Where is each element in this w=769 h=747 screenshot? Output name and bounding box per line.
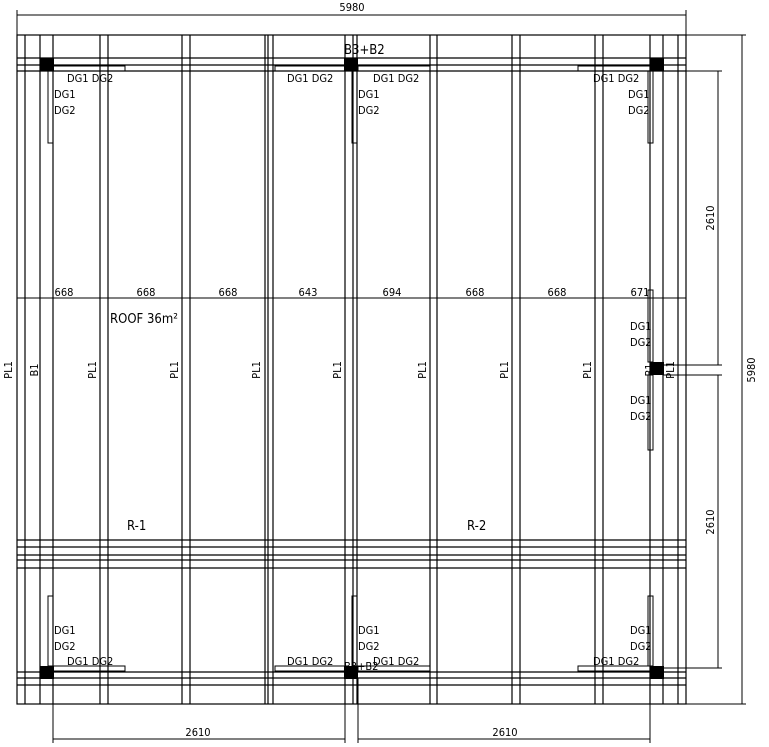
dg2-label: DG2 [358,640,380,653]
dg1-label: DG1 [630,624,652,637]
purlin-spacing-label: 668 [219,286,238,299]
connection-plate [577,665,651,672]
connection-plate [577,65,651,72]
connection-plate [47,70,54,144]
dg2-label: DG2 [54,640,76,653]
column [40,58,54,71]
purlin-label-pl1: PL1 [168,361,181,379]
dg2-label: DG2 [628,104,650,117]
right-upper-dimension: 2610 [704,205,717,230]
purlin-label-pl1: PL1 [2,361,15,379]
purlin-label-pl1: PL1 [86,361,99,379]
connection-plate [274,65,346,72]
dg-pair-label: DG1 DG2 [287,72,333,85]
purlin-label-pl1: PL1 [581,361,594,379]
purlin-labels: PL1 PL1 PL1 PL1 PL1 PL1 PL1 PL1 PL1 [2,361,677,379]
right-lower-dimension: 2610 [704,509,717,534]
bottom-left-dimension: 2610 [185,726,210,739]
purlin-spacing-label: 671 [631,286,650,299]
dg1-label: DG1 [358,624,380,637]
dg-pair-label: DG1 DG2 [593,72,639,85]
roof-panel-r2: R-2 [467,519,486,534]
top-beam-label: B3+B2 [344,43,385,58]
purlin-label-pl1: PL1 [664,361,677,379]
connection-plate [647,70,654,144]
bottom-beam-label: B3+B2 [344,660,378,673]
dg1-label: DG1 [358,88,380,101]
connection-plate [351,595,358,667]
connection-plate [647,595,654,667]
connection-plate [357,65,431,72]
dg1-label: DG1 [628,88,650,101]
connection-plate [52,65,126,72]
dg2-label: DG2 [630,640,652,653]
dimension-lines [16,10,746,743]
connection-plate [647,374,654,451]
dg1-label: DG1 [630,320,652,333]
column [344,666,358,679]
dg-pair-label: DG1 DG2 [593,655,639,668]
dg2-label: DG2 [630,336,652,349]
dg1-label: DG1 [54,88,76,101]
purlin-spacing-label: 643 [299,286,318,299]
connection-plate [52,665,126,672]
connection-plate [274,665,346,672]
dg2-label: DG2 [54,104,76,117]
dg-pair-label: DG1 DG2 [373,72,419,85]
column [650,666,664,679]
column [650,362,664,375]
purlin-spacing-label: 668 [548,286,567,299]
purlin-spacing-label: 668 [55,286,74,299]
purlin-spacing-label: 668 [137,286,156,299]
dg-pair-label: DG1 DG2 [287,655,333,668]
column [344,58,358,71]
column [40,666,54,679]
roof-area-label: ROOF 36m² [110,312,178,327]
dg-pair-label: DG1 DG2 [67,72,113,85]
purlin-label-pl1: PL1 [416,361,429,379]
dg-pair-label: DG1 DG2 [67,655,113,668]
dg-pair-label: DG1 DG2 [373,655,419,668]
purlin-label-pl1: PL1 [331,361,344,379]
dg2-label: DG2 [630,410,652,423]
overall-width-dimension: 5980 [339,1,364,14]
roof-panel-r1: R-1 [127,519,146,534]
dg1-label: DG1 [54,624,76,637]
overall-height-dimension: 5980 [745,357,758,382]
bottom-right-dimension: 2610 [492,726,517,739]
column [650,58,664,71]
outer-frame [16,34,687,705]
connection-plate [647,289,654,363]
purlin-spacing-labels: 668 668 668 643 694 668 668 671 [55,286,650,299]
dg1-label: DG1 [630,394,652,407]
purlin-spacing-label: 668 [466,286,485,299]
connection-plate [351,70,358,144]
dg2-label: DG2 [358,104,380,117]
connection-plate [357,665,431,672]
beam-b1-left: B1 [28,363,41,376]
structural-lines [16,34,687,705]
purlin-label-pl1: PL1 [250,361,263,379]
connection-plate [47,595,54,667]
purlin-spacing-label: 694 [383,286,402,299]
purlin-label-pl1: PL1 [498,361,511,379]
beam-b1-right: B1 [643,363,656,376]
